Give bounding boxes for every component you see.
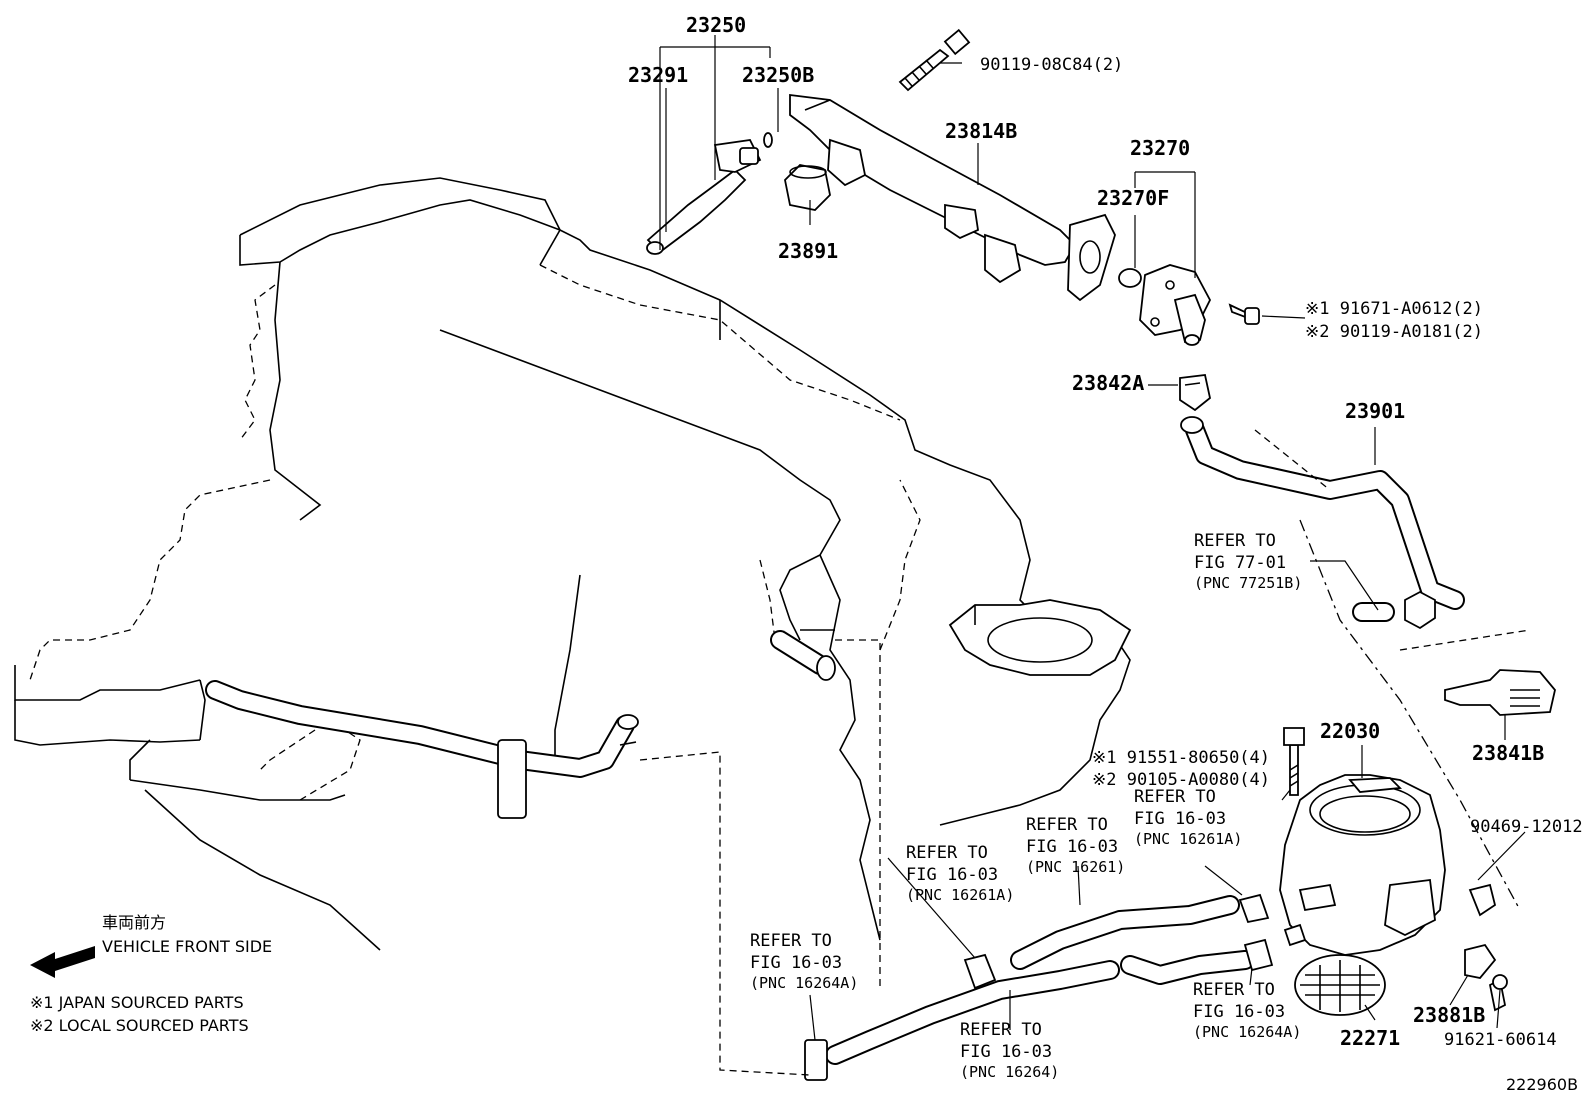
water-hoses — [804, 893, 1274, 1081]
fuel-inlet-fitting — [1139, 264, 1212, 346]
svg-text:(PNC 16264): (PNC 16264) — [960, 1063, 1059, 1081]
throttle-body — [1279, 774, 1446, 956]
ref-77251B: REFER TO FIG 77-01 (PNC 77251B) — [1194, 531, 1302, 592]
intake-flange — [948, 599, 1132, 676]
svg-text:REFER TO: REFER TO — [960, 1020, 1042, 1040]
svg-text:FIG 77-01: FIG 77-01 — [1194, 553, 1286, 573]
label-23842A: 23842A — [1072, 371, 1144, 395]
label-22271: 22271 — [1340, 1026, 1400, 1050]
legend-front-en: VEHICLE FRONT SIDE — [102, 937, 272, 956]
svg-text:(PNC 16264A): (PNC 16264A) — [750, 974, 858, 992]
label-23250: 23250 — [686, 13, 746, 37]
label-23901: 23901 — [1345, 399, 1405, 423]
ref-16261A-left: REFER TO FIG 16-03 (PNC 16261A) — [906, 843, 1014, 904]
label-22030: 22030 — [1320, 719, 1380, 743]
bolt-upper — [898, 28, 971, 92]
label-23250B: 23250B — [742, 63, 814, 87]
insulator — [784, 164, 831, 211]
screw-inlet — [1228, 303, 1260, 325]
label-90469-12012: 90469-12012 — [1470, 817, 1583, 837]
legend: 車両前方 VEHICLE FRONT SIDE ※1 JAPAN SOURCED… — [30, 913, 272, 1035]
engine-outline — [14, 177, 1131, 951]
fuel-hose — [1180, 416, 1465, 630]
ref-16264A-right: REFER TO FIG 16-03 (PNC 16264A) — [1193, 980, 1301, 1041]
svg-text:REFER TO: REFER TO — [1026, 815, 1108, 835]
legend-front-jp: 車両前方 — [102, 913, 166, 932]
reference-labels: REFER TO FIG 77-01 (PNC 77251B) REFER TO… — [750, 531, 1302, 1081]
svg-text:FIG 16-03: FIG 16-03 — [750, 953, 842, 973]
svg-text:FIG 16-03: FIG 16-03 — [1134, 809, 1226, 829]
svg-text:REFER TO: REFER TO — [906, 843, 988, 863]
label-91671-A0612: ※1 91671-A0612(2) — [1305, 299, 1483, 319]
fuel-injector — [646, 132, 773, 255]
water-bypass-pipe — [205, 680, 639, 819]
label-91551-80650: ※1 91551-80650(4) — [1092, 748, 1270, 768]
svg-text:FIG 16-03: FIG 16-03 — [960, 1042, 1052, 1062]
figure-id: 222960B — [1506, 1075, 1578, 1094]
svg-text:(PNC 16264A): (PNC 16264A) — [1193, 1023, 1301, 1041]
svg-text:FIG 16-03: FIG 16-03 — [1026, 837, 1118, 857]
ref-16261: REFER TO FIG 16-03 (PNC 16261) — [1026, 815, 1125, 876]
hose-bracket — [1444, 669, 1556, 716]
svg-text:(PNC 77251B): (PNC 77251B) — [1194, 574, 1302, 592]
center-line-hose — [1299, 519, 1521, 911]
label-23291: 23291 — [628, 63, 688, 87]
label-91621-60614: 91621-60614 — [1444, 1030, 1557, 1050]
part-number-labels: 23250 23291 23250B 90119-08C84(2) 23814B… — [628, 13, 1583, 1050]
throttle-gasket — [1294, 954, 1386, 1016]
svg-text:FIG 16-03: FIG 16-03 — [906, 865, 998, 885]
hose-clip — [1179, 374, 1211, 412]
label-23270F: 23270F — [1097, 186, 1169, 210]
svg-text:REFER TO: REFER TO — [750, 931, 832, 951]
phantom-lines-mid — [835, 639, 881, 990]
label-90119-08C84: 90119-08C84(2) — [980, 55, 1123, 75]
water-pipe-stub — [770, 629, 836, 681]
label-23270: 23270 — [1130, 136, 1190, 160]
bolt-throttle — [1283, 727, 1305, 796]
vehicle-front-arrow-icon — [30, 946, 95, 978]
ref-16261A-right: REFER TO FIG 16-03 (PNC 16261A) — [1134, 787, 1242, 848]
label-23814B: 23814B — [945, 119, 1017, 143]
label-23841B: 23841B — [1472, 741, 1544, 765]
legend-note-japan: ※1 JAPAN SOURCED PARTS — [30, 993, 244, 1012]
label-23881B: 23881B — [1413, 1003, 1485, 1027]
phantom-lines-hose — [1254, 429, 1531, 651]
ref-16264: REFER TO FIG 16-03 (PNC 16264) — [960, 1020, 1059, 1081]
svg-text:(PNC 16261A): (PNC 16261A) — [1134, 830, 1242, 848]
throttle-bracket — [1464, 883, 1508, 1012]
svg-text:(PNC 16261): (PNC 16261) — [1026, 858, 1125, 876]
svg-text:REFER TO: REFER TO — [1134, 787, 1216, 807]
fuel-delivery-pipe — [789, 93, 1116, 302]
legend-note-local: ※2 LOCAL SOURCED PARTS — [30, 1016, 249, 1035]
leader-lines — [659, 35, 1526, 1041]
phantom-lines-lower — [639, 751, 811, 1076]
svg-text:(PNC 16261A): (PNC 16261A) — [906, 886, 1014, 904]
o-ring — [1118, 268, 1142, 288]
svg-text:FIG 16-03: FIG 16-03 — [1193, 1002, 1285, 1022]
label-23891: 23891 — [778, 239, 838, 263]
ref-16264A-left: REFER TO FIG 16-03 (PNC 16264A) — [750, 931, 858, 992]
svg-text:REFER TO: REFER TO — [1193, 980, 1275, 1000]
label-90119-A0181: ※2 90119-A0181(2) — [1305, 322, 1483, 342]
label-90105-A0080: ※2 90105-A0080(4) — [1092, 770, 1270, 790]
svg-text:REFER TO: REFER TO — [1194, 531, 1276, 551]
